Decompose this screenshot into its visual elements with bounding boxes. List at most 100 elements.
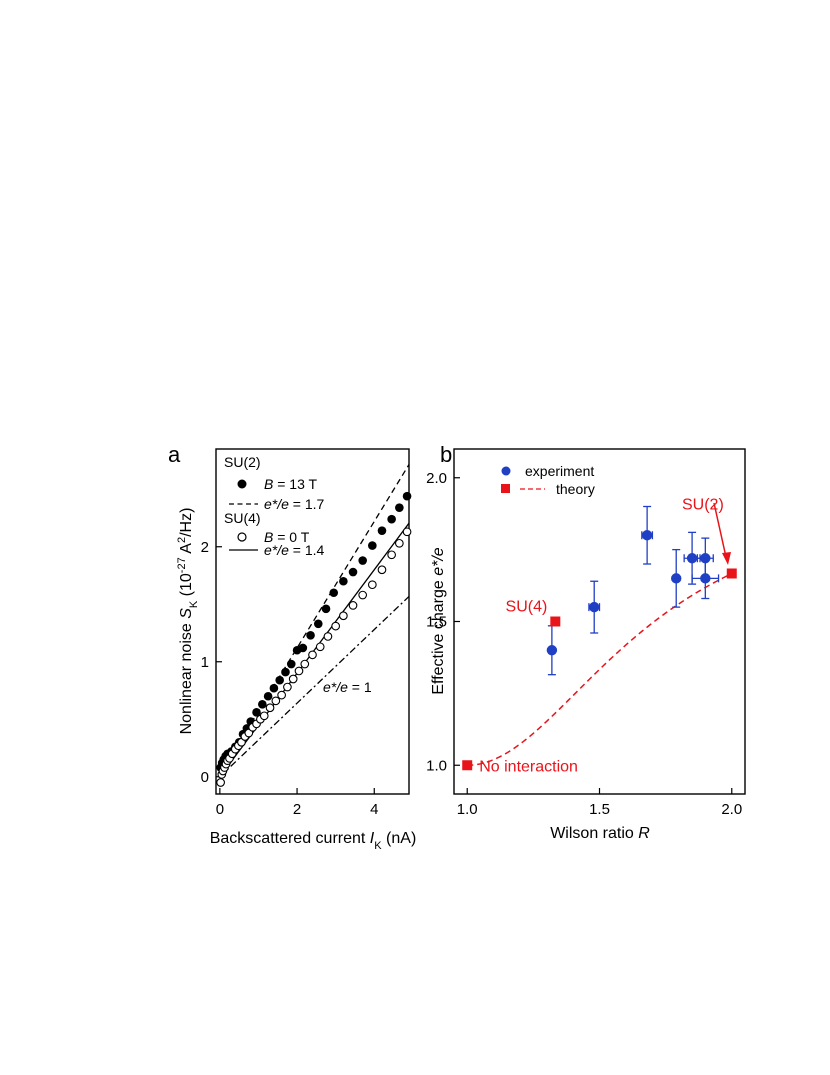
data-point-b0t [265,703,275,713]
annotation-charge-1: e*/e = 1 [323,679,372,695]
y-tick-label: 2 [201,539,209,556]
data-point-b13t [286,659,296,669]
data-point-b13t [402,491,412,501]
legend-label-charge-1-4: e*/e = 1.4 [264,542,325,558]
data-point-b13t [263,691,273,701]
data-point-b0t [271,696,281,706]
theory-point [550,616,561,627]
data-point-b0t [288,674,298,684]
data-point-b0t [315,642,325,652]
data-point-b0t [216,778,225,787]
y-tick-label: 1 [201,654,209,671]
data-point-b13t [298,643,308,653]
data-point-b0t [402,527,412,537]
data-point-b0t [277,690,286,700]
y-tick-label: 2.0 [426,470,447,487]
experiment-point [671,573,682,584]
legend-label-charge-1-7: e*/e = 1.7 [264,496,325,512]
legend-group-su2: SU(2) [224,454,261,470]
legend-marker-experiment [501,466,511,476]
data-point-b0t [259,711,269,721]
y-tick-label: 0 [201,769,209,786]
experiment-point [641,530,653,541]
panel-b-letter: b [440,442,452,467]
theory-point-label: No interaction [479,758,578,775]
x-tick-label: 4 [370,801,378,818]
panel-b-legend: experiment theory [501,463,595,497]
data-point-b13t [329,588,339,598]
data-point-b0t [300,659,310,669]
panel-a-ticks: 0 2 4 0 1 2 [201,539,379,818]
data-point-b13t [358,556,367,565]
theory-point-label: SU(2) [682,496,724,513]
theory-point [726,568,737,579]
data-point-b0t [339,611,348,621]
data-point-b13t [377,526,387,535]
legend-label-b-13t: B = 13 T [264,476,318,492]
data-point-b13t [269,683,279,693]
data-point-b13t [258,700,267,709]
theory-point [462,760,473,771]
data-point-b0t [283,682,292,692]
panel-a-y-axis-label: Nonlinear noise SK (10-27 A2/Hz) [176,508,200,735]
x-tick-label: 2.0 [721,801,742,818]
legend-label-theory: theory [556,481,595,497]
theory-point-label: SU(4) [506,599,548,616]
experiment-point [546,645,558,656]
data-point-b0t [395,538,404,548]
data-point-b13t [306,631,315,640]
x-tick-label: 2 [293,801,301,818]
legend-label-b-0t: B = 0 T [264,529,310,545]
data-point-b13t [348,567,358,577]
data-point-b0t [377,565,387,575]
data-point-b13t [281,667,290,677]
su2-arrow-head [722,552,731,565]
panel-a-data-points [216,491,412,787]
data-point-b13t [339,576,348,586]
panel-b-x-axis-label: Wilson ratio R [550,825,650,842]
legend-label-experiment: experiment [525,463,594,479]
experiment-point [700,573,711,584]
panel-a-plot-frame [215,448,410,795]
legend-marker-theory [501,484,510,493]
data-point-b13t [313,619,323,629]
su2-arrow [713,502,727,558]
panel-a-x-axis-label: Backscattered current IK (nA) [210,830,417,852]
data-point-b13t [275,675,284,685]
panel-b-y-axis-label: Effective charge e*/e [430,547,447,694]
data-point-b0t [367,580,377,590]
data-point-b0t [323,632,333,641]
panel-b-theory-points: No interaction SU(4) SU(2) [462,496,737,775]
y-tick-label: 1.5 [426,614,447,631]
panel-a: a Nonlinear noise SK (10-27 A2/Hz) Backs… [168,442,416,852]
data-point-b0t [308,650,317,660]
legend-marker-filled-circle [237,479,247,489]
data-point-b13t [387,514,396,524]
panel-b-theory-curve [467,572,733,766]
y-tick-label: 1.0 [426,757,447,774]
panel-b-ticks: 1.0 1.5 2.0 1.0 1.5 2.0 [426,470,742,818]
legend-marker-open-circle [237,532,247,542]
data-point-b13t [321,604,331,614]
experiment-point [589,601,600,613]
x-tick-label: 1.0 [457,801,478,818]
data-point-b13t [252,708,261,717]
data-point-b0t [387,550,396,560]
theory-curve [467,572,733,766]
data-point-b0t [294,666,304,676]
panel-a-letter: a [168,442,181,467]
panel-a-legend: SU(2) B = 13 T e*/e = 1.7 SU(4) B = 0 T … [224,454,325,558]
data-point-b0t [348,601,358,610]
x-tick-label: 1.5 [589,801,610,818]
data-point-b0t [358,590,368,600]
legend-group-su4: SU(4) [224,510,261,526]
experiment-point [686,553,698,564]
data-point-b13t [395,503,404,512]
data-point-b13t [368,541,377,550]
panel-b-experiment-points [546,505,720,676]
panel-b: b Effective charge e*/e Wilson ratio R 1… [426,442,746,842]
data-point-b0t [331,621,341,631]
fit-line-dash-dot [219,595,410,778]
x-tick-label: 0 [216,801,224,818]
